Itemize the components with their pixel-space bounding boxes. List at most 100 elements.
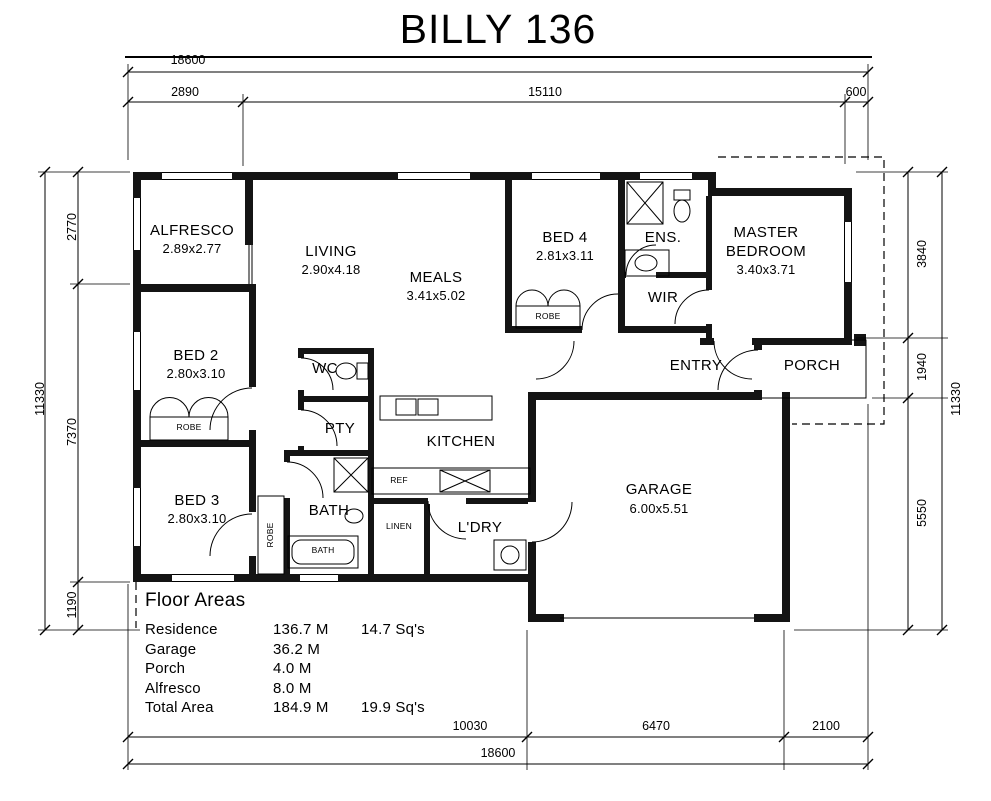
dim-right-seg-3: 5550	[915, 499, 929, 527]
wall-pty-bottom	[284, 450, 374, 456]
door-opening-master	[714, 338, 752, 345]
floor-area-label: Garage	[145, 640, 197, 658]
eave-dashed-lines	[135, 156, 885, 628]
dim-top-overall: 18600	[170, 53, 206, 67]
floor-area-row: Garage 36.2 M	[145, 640, 475, 660]
floor-area-value: 36.2 M	[273, 640, 321, 658]
window-ens-top	[640, 172, 692, 180]
door-opening-bed4	[582, 326, 618, 333]
door-opening-wir	[706, 290, 712, 324]
dim-bottom-seg-2: 6470	[642, 719, 670, 733]
dim-right-overall: 11330	[949, 382, 963, 416]
window-master-right	[844, 222, 852, 282]
room-label-bed2: BED 2	[173, 347, 219, 364]
ens-toilet-bowl	[673, 199, 691, 223]
extension-lines	[38, 64, 948, 770]
room-label-bath: BATH	[308, 502, 350, 519]
dimension-ticks	[39, 66, 948, 770]
wall-bed4-left	[505, 172, 512, 333]
window-bed3-left	[133, 488, 141, 546]
bathtub-inner	[291, 539, 355, 565]
wall-wir-bottom	[618, 326, 712, 333]
linen-label: LINEN	[385, 521, 413, 531]
dim-left-seg-2: 7370	[65, 418, 79, 446]
floor-area-value: 184.9 M	[273, 699, 329, 716]
door-arcs	[149, 244, 759, 557]
dim-right-seg-1: 3840	[915, 240, 929, 268]
robe-label-bed3: ROBE	[265, 522, 275, 548]
room-label-master: MASTER BEDROOM	[725, 224, 807, 260]
door-opening-garage	[528, 502, 536, 542]
wall-ens-wir-divider	[618, 272, 712, 278]
room-label-ens: ENS.	[644, 229, 682, 246]
wall-garage-bottom-left	[528, 614, 564, 622]
wall-garage-bottom-right	[754, 614, 790, 622]
dim-left-seg-3: 1190	[65, 591, 79, 619]
dim-bottom-overall: 18600	[480, 746, 516, 760]
window-alfresco-top	[162, 172, 232, 180]
window-alfresco-left	[133, 198, 141, 250]
floor-area-row: Total Area 184.9 M 19.9 Sq's	[145, 698, 475, 718]
wall-garage-top	[528, 392, 762, 400]
room-label-living: LIVING	[305, 243, 357, 260]
window-bath-bottom	[300, 574, 338, 582]
dim-top-seg-1: 2890	[171, 85, 199, 99]
room-label-ldry: L'DRY	[457, 519, 503, 536]
door-opening-bed2	[249, 387, 256, 430]
laundry-tub-bowl	[500, 545, 520, 565]
floor-areas-heading: Floor Areas	[145, 590, 246, 611]
title-rule	[125, 56, 872, 58]
kitchen-bench	[379, 395, 493, 421]
wall-bed3-right	[249, 447, 256, 574]
room-size-living: 2.90x4.18	[301, 262, 361, 277]
floor-area-row: Porch 4.0 M	[145, 659, 475, 679]
wall-bed2-bottom	[133, 440, 256, 447]
room-size-bed4: 2.81x3.11	[536, 248, 594, 263]
window-bed3-bottom	[172, 574, 234, 582]
dim-right-seg-2: 1940	[915, 353, 929, 381]
wall-bed2-right	[249, 292, 256, 445]
dim-top-seg-3: 600	[845, 85, 867, 99]
wall-garage-right	[782, 392, 790, 622]
sink-bowl-right	[417, 398, 439, 416]
floor-area-value: 136.7 M	[273, 621, 329, 638]
bed2-robe-box	[149, 416, 229, 441]
floor-area-extra: 14.7 Sq's	[361, 621, 425, 638]
ens-basin	[634, 254, 658, 272]
wall-linen-divider	[424, 504, 430, 574]
door-opening-front	[754, 350, 762, 390]
wall-alfresco-bottom	[133, 284, 256, 292]
floor-area-row: Residence 136.7 M 14.7 Sq's	[145, 620, 475, 640]
door-opening-bed3	[249, 512, 256, 556]
room-label-kitchen: KITCHEN	[426, 433, 496, 450]
porch-slab-edge	[762, 339, 867, 399]
wall-bed4-bottom	[505, 326, 620, 333]
fridge-label: REF	[390, 475, 408, 485]
dim-left-seg-1: 2770	[65, 213, 79, 241]
floor-area-value: 8.0 M	[273, 679, 312, 697]
wall-bath-left	[284, 456, 290, 574]
wall-master-bottom	[700, 338, 852, 345]
dim-left-overall: 11330	[33, 382, 47, 416]
room-size-bed3: 2.80x3.10	[167, 511, 227, 526]
wall-alfresco-right	[245, 172, 253, 245]
room-label-entry: ENTRY	[669, 357, 723, 374]
dim-bottom-seg-3: 2100	[812, 719, 840, 733]
room-label-garage: GARAGE	[625, 481, 693, 498]
ens-vanity	[624, 249, 670, 277]
bathtub-outer	[287, 535, 359, 569]
dim-bottom-seg-1: 10030	[452, 719, 488, 733]
wall-wc-pty-left	[298, 354, 304, 456]
window-bed4-top	[532, 172, 600, 180]
ens-shower-cross	[626, 181, 664, 225]
room-label-meals: MEALS	[409, 269, 463, 286]
room-size-bed2: 2.80x3.10	[166, 366, 226, 381]
floor-areas: Floor Areas Residence 136.7 M 14.7 Sq's …	[145, 590, 475, 718]
room-label-bed4: BED 4	[542, 229, 588, 246]
laundry-tub	[493, 539, 527, 571]
bed4-robe-box	[515, 305, 581, 329]
room-size-meals: 3.41x5.02	[406, 288, 466, 303]
room-label-wir: WIR	[647, 289, 679, 306]
room-size-alfresco: 2.89x2.77	[162, 241, 222, 256]
